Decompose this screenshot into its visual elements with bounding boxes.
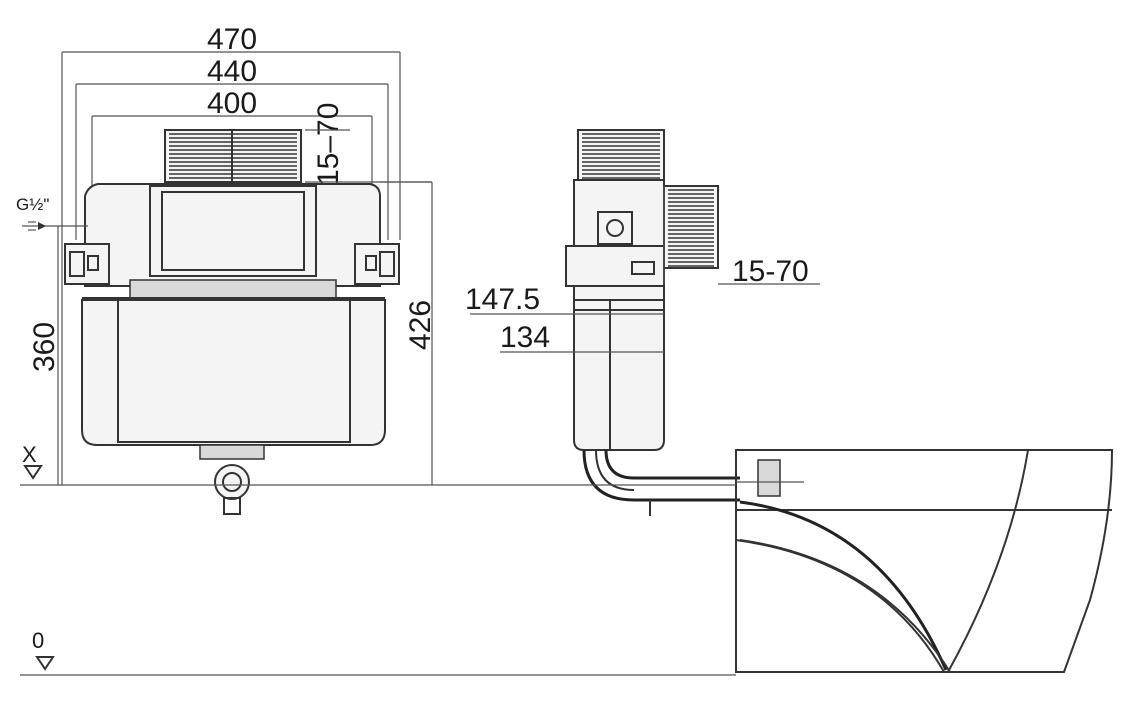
depth-lower-label: 134 <box>500 321 550 354</box>
width-inner-label: 400 <box>207 87 257 120</box>
adjust-top-label: 15–70 <box>312 103 345 186</box>
cistern-body <box>81 183 386 446</box>
level-x: X <box>20 442 736 486</box>
left-bracket <box>64 243 110 285</box>
front-view: 470 440 400 15–70 <box>16 23 437 515</box>
height-left-label: 360 <box>28 322 61 372</box>
level-x-label: X <box>22 442 37 467</box>
side-view: 15-70 147.5 134 <box>465 129 820 516</box>
width-middle-label: 440 <box>207 55 257 88</box>
width-outer-label: 470 <box>207 23 257 56</box>
inlet-label: G½" <box>16 195 49 214</box>
depth-upper-label: 147.5 <box>465 283 540 316</box>
level-zero: 0 <box>20 628 736 676</box>
wc-bowl <box>735 449 1114 673</box>
height-right-label: 426 <box>404 300 437 350</box>
side-adjust-label: 15-70 <box>732 255 809 288</box>
front-outlet <box>199 444 265 515</box>
water-inlet: G½" <box>16 195 88 231</box>
flush-plate <box>164 129 302 183</box>
right-bracket <box>354 243 400 285</box>
width-dimension-lines <box>61 51 401 485</box>
level-zero-label: 0 <box>32 628 44 653</box>
